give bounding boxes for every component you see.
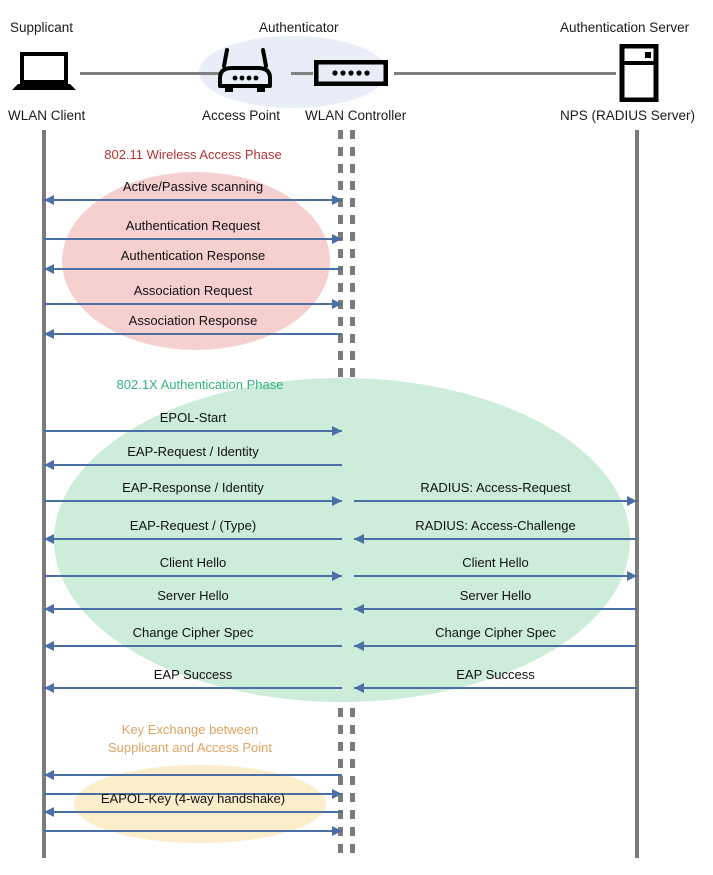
lifeline-authentication-server [635,130,639,858]
arrowhead-right-icon [332,571,342,581]
message-line [44,687,342,689]
message-line [44,575,342,577]
message-label: Client Hello [462,555,529,570]
network-switch-icon [313,59,389,91]
arrowhead-right-icon [332,496,342,506]
arrowhead-right-icon [332,789,342,799]
message-label: RADIUS: Access-Challenge [415,518,576,533]
message-label: Server Hello [459,588,532,603]
message-label: Client Hello [159,555,227,570]
message-line [44,303,342,305]
message-label: Authentication Response [120,248,266,263]
message-label: Authentication Request [125,218,261,233]
arrowhead-left-icon [44,641,54,651]
link-ap-to-controller [291,72,313,75]
message-line [44,793,342,795]
arrowhead-left-icon [44,460,54,470]
message-label: EAP-Response / Identity [122,480,264,495]
message-label: EAPOL-Key (4-way handshake) [100,791,286,806]
phase-ellipse-80211 [62,172,330,350]
laptop-icon [12,52,78,97]
message-line [354,645,637,647]
arrowhead-left-icon [44,683,54,693]
arrowhead-left-icon [354,641,364,651]
arrowhead-left-icon [354,683,364,693]
phase-label-80211: 802.11 Wireless Access Phase [104,147,282,162]
message-label: EPOL-Start [159,410,227,425]
message-line [44,238,342,240]
arrowhead-right-icon [332,195,342,205]
message-line [44,500,342,502]
actor-name-nps-radius-server: NPS (RADIUS Server) [560,108,696,123]
message-label: EAP-Request / Identity [127,444,259,459]
arrowhead-right-icon [332,299,342,309]
arrowhead-right-icon [627,571,637,581]
message-label: Active/Passive scanning [122,179,264,194]
message-line [44,538,342,540]
message-line [354,608,637,610]
message-label: EAP Success [153,667,233,682]
arrowhead-left-icon [44,329,54,339]
message-label: Change Cipher Spec [132,625,254,640]
phase-label-key-exchange: Key Exchange between Supplicant and Acce… [107,722,273,755]
arrowhead-left-icon [44,770,54,780]
lifeline-supplicant [42,130,46,858]
message-line [44,608,342,610]
arrowhead-left-icon [354,604,364,614]
message-label: RADIUS: Access-Request [420,480,571,495]
message-line [354,687,637,689]
message-line [354,538,637,540]
phase-label-8021x: 802.1X Authentication Phase [116,377,284,392]
message-label: Server Hello [157,588,229,603]
server-rack-icon [619,43,659,107]
arrowhead-left-icon [44,604,54,614]
message-line [44,645,342,647]
message-label: Change Cipher Spec [435,625,556,640]
actor-role-authenticator: Authenticator [259,20,339,35]
message-line [44,430,342,432]
message-line [44,830,342,832]
link-controller-to-nps [394,72,616,75]
message-label: Association Response [128,313,258,328]
arrowhead-left-icon [44,807,54,817]
message-label: Association Request [133,283,253,298]
arrowhead-left-icon [354,534,364,544]
message-line [44,268,342,270]
arrowhead-left-icon [44,534,54,544]
actor-name-wlan-controller: WLAN Controller [305,108,407,123]
wireless-router-icon [216,48,274,99]
actor-name-wlan-client: WLAN Client [8,108,86,123]
message-line [44,811,342,813]
phase-ellipse-8021x [54,378,630,702]
message-line [44,774,342,776]
message-line [354,500,637,502]
message-line [44,199,342,201]
arrowhead-right-icon [332,426,342,436]
arrowhead-left-icon [44,195,54,205]
message-line [354,575,637,577]
arrowhead-right-icon [332,826,342,836]
arrowhead-right-icon [627,496,637,506]
link-client-to-ap [80,72,222,75]
message-line [44,333,342,335]
arrowhead-left-icon [44,264,54,274]
actor-name-access-point: Access Point [202,108,281,123]
message-label: EAP-Request / (Type) [129,518,257,533]
message-line [44,464,342,466]
arrowhead-right-icon [332,234,342,244]
message-label: EAP Success [456,667,535,682]
actor-role-authentication-server: Authentication Server [560,20,690,35]
actor-role-supplicant: Supplicant [10,20,74,35]
